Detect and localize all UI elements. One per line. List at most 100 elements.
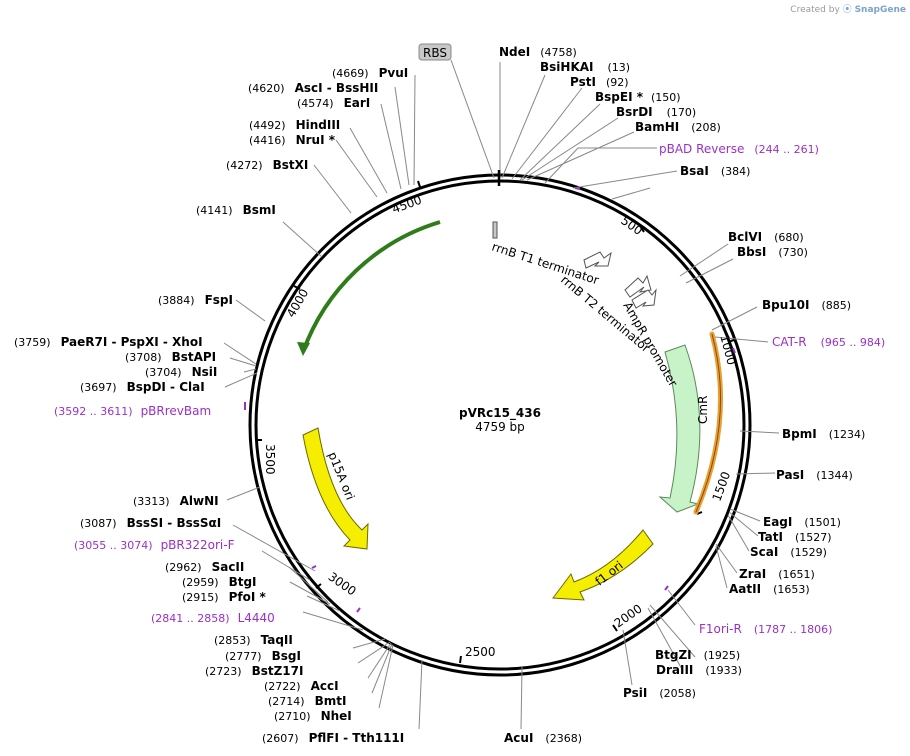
primer-range: (2841 .. 2858) bbox=[151, 612, 230, 625]
enzyme-name: TatI bbox=[758, 530, 783, 544]
enzyme-pos: (2710) bbox=[274, 710, 311, 723]
enzyme-pos: (2368) bbox=[545, 732, 582, 745]
svg-text:(3704)NsiI: (3704) NsiI bbox=[145, 365, 217, 379]
svg-text:PsiI(2058): PsiI (2058) bbox=[623, 686, 696, 700]
tick-label-1500: 1500 bbox=[710, 470, 734, 503]
enzyme-name: BpmI bbox=[782, 427, 817, 441]
enzyme-name: BspDI - ClaI bbox=[127, 380, 205, 394]
enzyme-pos: (885) bbox=[821, 299, 851, 312]
enzyme-pos: (3704) bbox=[145, 366, 182, 379]
primer-labels: pBAD Reverse(244 .. 261) CAT-R(965 .. 98… bbox=[54, 142, 885, 636]
primer-markers bbox=[244, 187, 736, 613]
enzyme-name: NdeI bbox=[499, 45, 530, 59]
enzyme-name: BtgI bbox=[229, 575, 257, 589]
enzyme-pos: (1234) bbox=[829, 428, 866, 441]
feature-label-ampr-promoter: AmpR promoter bbox=[620, 300, 680, 390]
enzyme-pos: (3697) bbox=[80, 381, 117, 394]
enzyme-name: BsgI bbox=[272, 649, 301, 663]
svg-text:(3055 .. 3074)pBR322ori-F: (3055 .. 3074)pBR322ori-F bbox=[74, 538, 235, 552]
svg-text:(3697)BspDI - ClaI: (3697) BspDI - ClaI bbox=[80, 380, 205, 394]
enzyme-pos: (3087) bbox=[80, 517, 117, 530]
terminator-t2-icon bbox=[624, 274, 652, 298]
tick-label-4500: 4500 bbox=[390, 193, 423, 217]
credit-prefix: Created by bbox=[790, 5, 840, 15]
plasmid-name: pVRc15_436 bbox=[459, 406, 541, 421]
primer-name: pBAD Reverse bbox=[659, 142, 744, 156]
enzyme-name: BtgZI bbox=[655, 648, 692, 662]
enzyme-name: BsrDI bbox=[616, 105, 653, 119]
svg-text:(2714)BmtI: (2714)BmtI bbox=[268, 694, 346, 708]
svg-text:PasI(1344): PasI(1344) bbox=[776, 468, 853, 482]
enzyme-pos: (2714) bbox=[268, 695, 305, 708]
svg-text:AatII(1653): AatII (1653) bbox=[729, 582, 810, 596]
svg-text:BclVI(680): BclVI(680) bbox=[728, 230, 804, 244]
enzyme-name: ZraI bbox=[739, 567, 766, 581]
svg-text:BsaI(384): BsaI(384) bbox=[680, 164, 750, 178]
enzyme-pos: (2058) bbox=[659, 687, 696, 700]
primer-range: (1787 .. 1806) bbox=[754, 623, 833, 636]
enzyme-pos: (2723) bbox=[205, 665, 242, 678]
tick-label-2500: 2500 bbox=[465, 645, 496, 659]
enzyme-pos: (1651) bbox=[778, 568, 815, 581]
svg-text:TatI(1527): TatI(1527) bbox=[758, 530, 832, 544]
enzyme-pos: (1653) bbox=[773, 583, 810, 596]
enzyme-pos: (1933) bbox=[705, 664, 742, 677]
svg-text:(2722)AccI: (2722) AccI bbox=[264, 679, 339, 693]
enzyme-pos: (2722) bbox=[264, 680, 301, 693]
svg-text:(2841 .. 2858)L4440: (2841 .. 2858)L4440 bbox=[151, 611, 275, 625]
svg-text:(4272)BstXI: (4272)BstXI bbox=[226, 158, 308, 172]
enzyme-name: BsmI bbox=[243, 203, 276, 217]
svg-text:DraIII(1933): DraIII(1933) bbox=[656, 663, 742, 677]
enzyme-name: EagI bbox=[763, 515, 792, 529]
rbs-label-box: RBS bbox=[418, 43, 452, 61]
svg-text:PstI(92): PstI(92) bbox=[570, 75, 629, 89]
svg-text:BbsI(730): BbsI(730) bbox=[737, 245, 808, 259]
svg-text:(2723)BstZ17I: (2723)BstZ17I bbox=[205, 664, 303, 678]
enzyme-pos: (92) bbox=[606, 76, 629, 89]
enzyme-name: BsaI bbox=[680, 164, 709, 178]
svg-text:(4669)PvuI: (4669)PvuI bbox=[332, 66, 408, 80]
enzyme-pos: (2959) bbox=[182, 576, 219, 589]
enzyme-name: AccI bbox=[311, 679, 339, 693]
scale-ticks bbox=[256, 170, 735, 664]
enzyme-name: AatII bbox=[729, 582, 761, 596]
feature-amp-arc-icon bbox=[301, 220, 441, 353]
svg-text:(2962)SacII: (2962)SacII bbox=[165, 560, 244, 574]
promoter-ampr-icon bbox=[631, 288, 657, 309]
enzyme-pos: (730) bbox=[778, 246, 808, 259]
svg-text:(2853)TaqII: (2853)TaqII bbox=[214, 633, 293, 647]
enzyme-name: BspEI * bbox=[595, 90, 644, 104]
enzyme-name: NsiI bbox=[192, 365, 218, 379]
svg-text:ZraI(1651): ZraI (1651) bbox=[739, 567, 815, 581]
enzyme-name: PaeR7I - PspXI - XhoI bbox=[61, 335, 203, 349]
svg-text:NdeI(4758): NdeI (4758) bbox=[499, 45, 577, 59]
enzyme-name: BssSI - BssSαI bbox=[127, 516, 222, 530]
enzyme-pos: (4141) bbox=[196, 204, 233, 217]
rbs-label: RBS bbox=[423, 46, 447, 60]
primer-name: pBRrevBam bbox=[141, 404, 212, 418]
svg-text:(4141)BsmI: (4141) BsmI bbox=[196, 203, 276, 217]
enzyme-pos: (2853) bbox=[214, 634, 251, 647]
enzyme-pos: (1925) bbox=[704, 649, 741, 662]
snapgene-credit: Created by ⦿ SnapGene bbox=[790, 2, 906, 15]
enzyme-labels-left: (2607)PflFI - Tth111I (2710)NheI (2714)B… bbox=[14, 66, 408, 745]
svg-text:BsrDI(170): BsrDI(170) bbox=[616, 105, 696, 119]
snapgene-logo-icon: ⦿ bbox=[842, 5, 852, 15]
enzyme-name: PsiI bbox=[623, 686, 647, 700]
enzyme-pos: (4574) bbox=[297, 97, 334, 110]
enzyme-pos: (4758) bbox=[540, 46, 577, 59]
plasmid-length: 4759 bp bbox=[475, 420, 525, 434]
enzyme-name: NruI * bbox=[296, 133, 336, 147]
enzyme-name: PfoI * bbox=[229, 590, 267, 604]
svg-text:(2959)BtgI: (2959) BtgI bbox=[182, 575, 257, 589]
svg-text:(3708)BstAPI: (3708)BstAPI bbox=[125, 350, 216, 364]
enzyme-name: PflFI - Tth111I bbox=[309, 731, 405, 745]
feature-rbs-marker-icon bbox=[492, 221, 498, 239]
enzyme-pos: (1529) bbox=[790, 546, 827, 559]
enzyme-pos: (3313) bbox=[133, 495, 170, 508]
svg-text:(4574)EarI: (4574)EarI bbox=[297, 96, 370, 110]
enzyme-name: PvuI bbox=[379, 66, 409, 80]
svg-text:(3592 .. 3611)pBRrevBam: (3592 .. 3611)pBRrevBam bbox=[54, 404, 211, 418]
enzyme-pos: (4620) bbox=[248, 82, 285, 95]
svg-text:BspEI *(150): BspEI *(150) bbox=[595, 90, 681, 104]
